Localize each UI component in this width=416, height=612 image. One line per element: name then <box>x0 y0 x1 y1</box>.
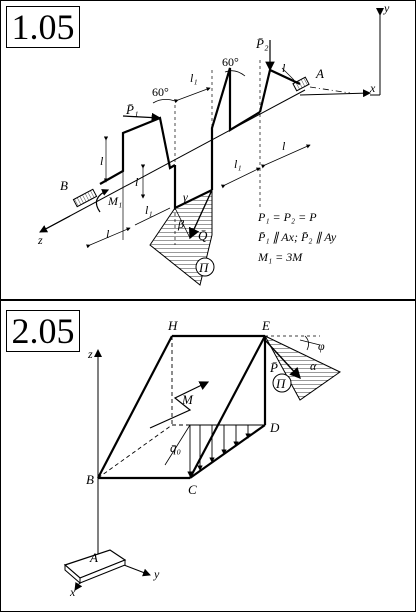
shaft-axis <box>39 89 306 233</box>
edge-HB <box>97 335 173 479</box>
label-D: D <box>269 420 280 435</box>
label-x-2: x <box>69 585 76 599</box>
label-angle-2: 60° <box>222 55 239 69</box>
label-y-1: y <box>383 1 390 15</box>
label-alpha: α <box>310 359 317 373</box>
Q-arrow <box>188 189 213 240</box>
label-phi: φ <box>318 339 325 353</box>
axis-x-1b <box>299 89 371 98</box>
problem-number-1: 1.05 <box>6 6 80 48</box>
axis-z-arrow <box>39 215 71 233</box>
label-P: P̄ <box>269 360 278 375</box>
label-l-right: l <box>282 139 286 153</box>
label-q0: q̄₀ <box>170 440 181 455</box>
label-A-2: A <box>89 550 98 565</box>
label-B-2: B <box>86 472 94 487</box>
label-beta: β <box>177 217 184 231</box>
condition-1: P₁ = P₂ = P <box>258 210 317 224</box>
edge-CD <box>189 424 266 479</box>
label-angle-1: 60° <box>152 85 169 99</box>
label-E: E <box>261 318 270 333</box>
label-B-1: B <box>60 178 68 193</box>
bearing-A <box>292 76 310 92</box>
crank-1 <box>99 116 176 185</box>
label-z-2: z <box>87 347 93 361</box>
label-P2: P̄₂ <box>255 36 269 51</box>
label-M: M <box>181 392 194 407</box>
label-l1-left: l₁ <box>145 203 153 217</box>
label-l1-right: l₁ <box>234 157 242 171</box>
diagram-1-05: y x z A B M₁ P̄₁ P̄₂ Q̄ Π γ β 60° 60° l₁… <box>37 1 390 286</box>
M-moment <box>149 381 210 429</box>
condition-3: M₁ = 3M <box>258 250 303 264</box>
label-l-left: l <box>100 154 104 168</box>
problem-number-2: 2.05 <box>6 310 80 352</box>
label-l1-top: l₁ <box>190 71 198 85</box>
label-z-1: z <box>37 233 43 247</box>
label-Q: Q̄ <box>198 228 208 243</box>
label-gamma: γ <box>183 190 188 204</box>
label-l-bottom: l <box>106 227 110 241</box>
distributed-load <box>187 424 265 477</box>
P1-arrow <box>122 112 162 123</box>
M1-moment <box>95 189 110 213</box>
label-x-1: x <box>369 81 376 95</box>
label-Pi-1: Π <box>198 260 210 275</box>
condition-2: P̄₁ ∥ Ax; P̄₂ ∥ Ay <box>258 230 337 244</box>
label-M1: M₁ <box>107 194 122 208</box>
label-l-mid: l <box>135 175 139 189</box>
label-A-1: A <box>315 66 324 81</box>
label-C: C <box>188 482 197 497</box>
crank-4 <box>258 68 301 113</box>
P-arrow <box>264 339 301 380</box>
label-Pi-2: Π <box>275 376 287 391</box>
bearing-B <box>72 188 98 208</box>
label-H: H <box>167 318 178 333</box>
label-P1: P̄₁ <box>125 102 138 117</box>
diagram-2-05: H E D C B A z y x M q̄₀ P̄ Π φ α <box>63 318 341 599</box>
label-l-top: l <box>282 61 286 75</box>
label-y-2: y <box>153 567 160 581</box>
plate-Pi-2 <box>263 334 341 401</box>
edge-EC <box>189 335 266 479</box>
